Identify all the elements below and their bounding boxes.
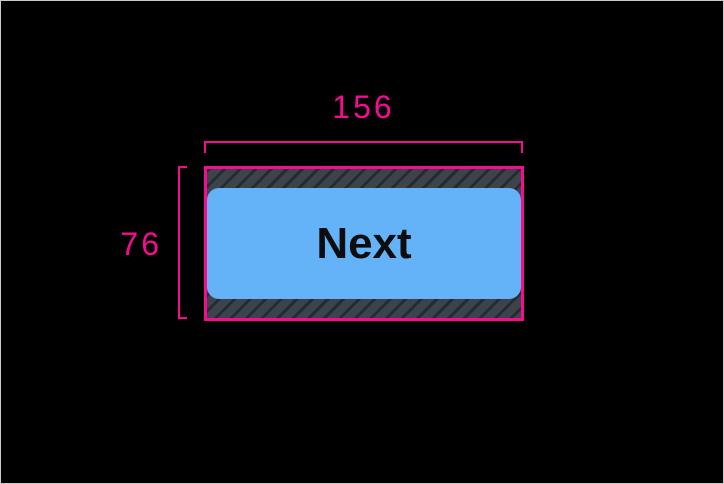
width-dimension-bracket <box>204 141 523 153</box>
touch-target-area: Next <box>204 166 524 321</box>
next-button-label: Next <box>316 218 412 268</box>
height-dimension-bracket <box>178 166 187 319</box>
width-dimension-label: 156 <box>332 89 395 125</box>
height-dimension-label: 76 <box>120 226 162 262</box>
next-button[interactable]: Next <box>207 188 521 299</box>
